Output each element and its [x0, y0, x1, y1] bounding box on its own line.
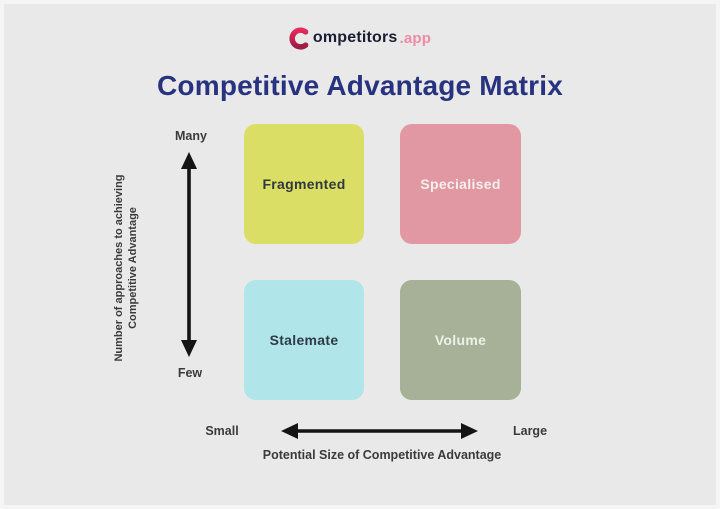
quadrant-stalemate-label: Stalemate [269, 332, 339, 348]
y-axis-tick-few: Few [177, 366, 203, 380]
logo-suffix-text: .app [399, 29, 432, 47]
y-axis-title: Number of approaches to achieving Compet… [112, 161, 142, 375]
page-title: Competitive Advantage Matrix [157, 70, 563, 101]
x-axis-title: Potential Size of Competitive Advantage [262, 448, 502, 462]
competitors-c-logo-icon [289, 27, 309, 50]
quadrant-specialised: Specialised [400, 124, 521, 244]
y-axis-title-line1: Number of approaches to achieving [113, 174, 125, 362]
logo-name-text: ompetitors [312, 29, 398, 46]
quadrant-volume-label: Volume [434, 332, 487, 348]
quadrant-volume: Volume [400, 280, 521, 400]
x-axis-tick-large: Large [512, 424, 548, 438]
vertical-double-arrow-icon [181, 152, 197, 357]
quadrant-stalemate: Stalemate [244, 280, 364, 400]
x-axis-tick-small: Small [205, 424, 239, 438]
y-axis-tick-many: Many [175, 129, 207, 143]
quadrant-fragmented: Fragmented [244, 124, 364, 244]
horizontal-double-arrow-icon [281, 423, 478, 439]
competitors-app-logo: ompetitors .app [0, 25, 720, 51]
quadrant-fragmented-label: Fragmented [262, 176, 346, 192]
y-axis-title-line2: Competitive Advantage [127, 207, 139, 329]
quadrant-specialised-label: Specialised [420, 176, 501, 192]
